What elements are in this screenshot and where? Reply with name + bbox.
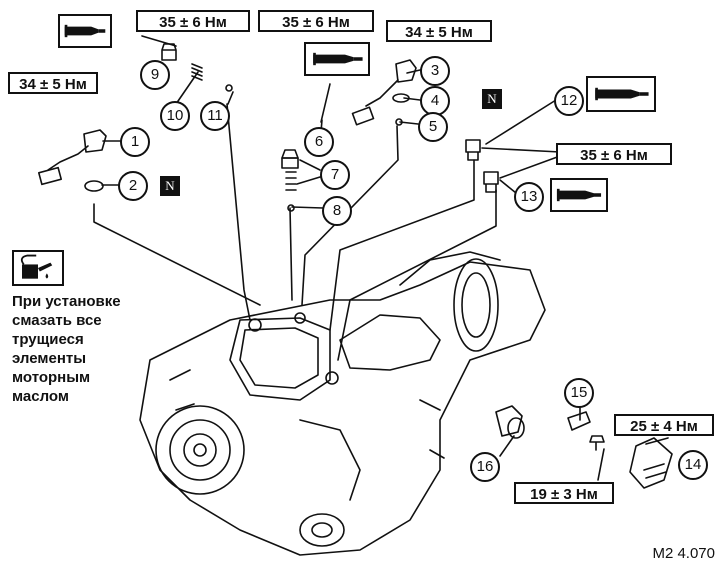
new-part-badge-2: N [160, 176, 180, 196]
torque-label-14: 25 ± 4 Нм [614, 414, 714, 436]
callout-1: 1 [120, 127, 150, 157]
callout-2: 2 [118, 171, 148, 201]
new-part-badge-4: N [482, 89, 502, 109]
callout-9: 9 [140, 60, 170, 90]
sealant-tube-icon [550, 178, 608, 212]
sealant-tube-icon [58, 14, 112, 48]
callout-11: 11 [200, 101, 230, 131]
torque-label-12-13: 35 ± 6 Нм [556, 143, 672, 165]
note-line: маслом [12, 388, 69, 405]
callout-16: 16 [470, 452, 500, 482]
callout-4: 4 [420, 86, 450, 116]
callout-8: 8 [322, 196, 352, 226]
callout-5: 5 [418, 112, 448, 142]
torque-label-16: 19 ± 3 Нм [514, 482, 614, 504]
note-line: моторным [12, 369, 91, 386]
callout-15: 15 [564, 378, 594, 408]
torque-label-9: 35 ± 6 Нм [136, 10, 250, 32]
note-line: трущиеся [12, 331, 84, 348]
callout-14: 14 [678, 450, 708, 480]
torque-label-6: 35 ± 6 Нм [258, 10, 374, 32]
callout-7: 7 [320, 160, 350, 190]
note-line: смазать все [12, 312, 102, 329]
torque-label-3: 34 ± 5 Нм [386, 20, 492, 42]
oil-can-icon [12, 250, 64, 286]
note-line: При установке [12, 293, 121, 310]
callout-13: 13 [514, 182, 544, 212]
callout-3: 3 [420, 56, 450, 86]
lubrication-note: При установке смазать все трущиеся элеме… [12, 292, 202, 406]
callout-12: 12 [554, 86, 584, 116]
sealant-tube-icon [304, 42, 370, 76]
sealant-tube-icon [586, 76, 656, 112]
torque-label-1: 34 ± 5 Нм [8, 72, 98, 94]
callout-6: 6 [304, 127, 334, 157]
callout-10: 10 [160, 101, 190, 131]
figure-code: M2 4.070 [652, 545, 715, 562]
note-line: элементы [12, 350, 87, 367]
